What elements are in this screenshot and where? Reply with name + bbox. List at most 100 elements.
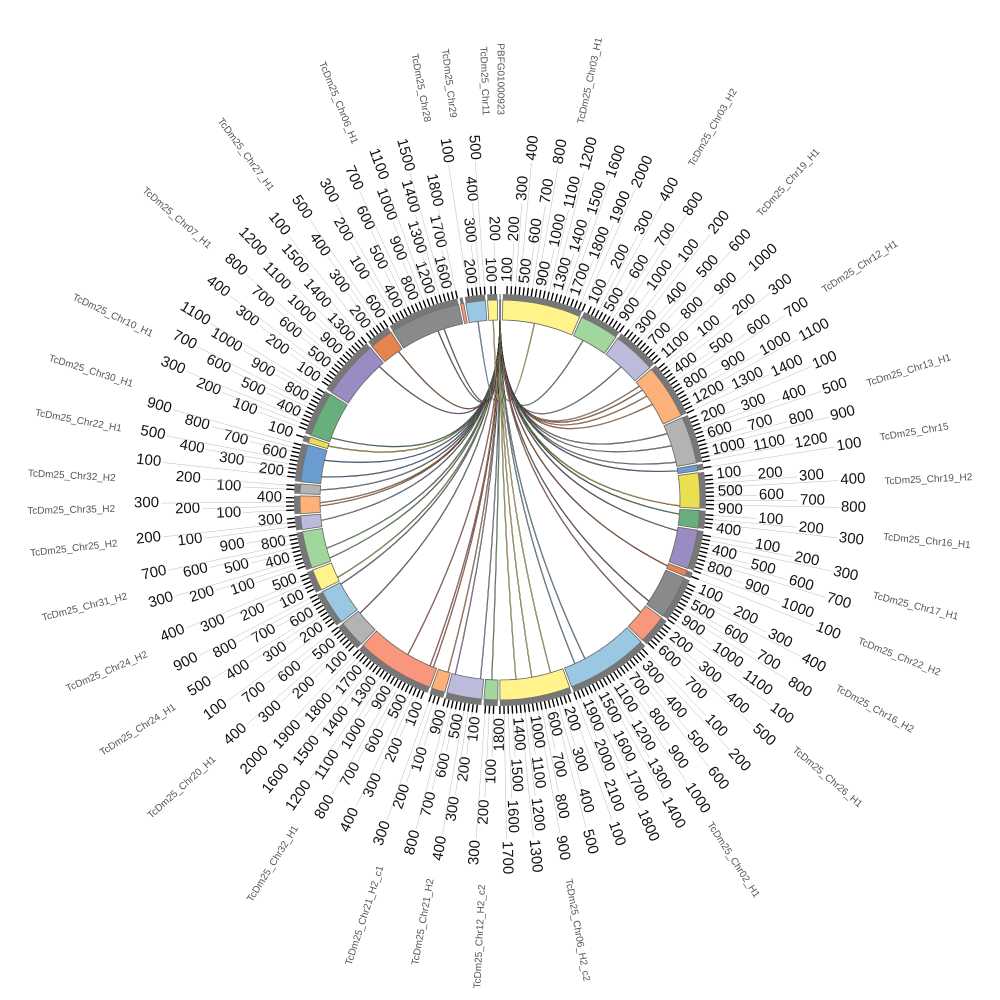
tick-leader xyxy=(275,374,314,397)
tick-label: 500 xyxy=(465,134,484,160)
sector-block[interactable] xyxy=(392,303,464,349)
sector-block[interactable] xyxy=(668,526,699,570)
sector-block[interactable] xyxy=(677,508,701,529)
sector-TcDm25_Chr02_H1[interactable]: 1002003004005006007008009001000110012001… xyxy=(564,627,762,901)
tick-label: 100 xyxy=(464,716,484,743)
tick-mark xyxy=(636,339,643,347)
tick-leader xyxy=(301,336,335,365)
sector-block[interactable] xyxy=(460,302,468,324)
tick-mark xyxy=(315,604,324,610)
sector-block[interactable] xyxy=(635,368,682,425)
tick-leader xyxy=(206,449,290,464)
sector-block[interactable] xyxy=(499,668,571,701)
sector-block[interactable] xyxy=(300,444,328,485)
sector-block[interactable] xyxy=(502,299,581,336)
tick-mark xyxy=(534,289,538,298)
sector-band xyxy=(698,510,706,530)
tick-mark xyxy=(304,584,313,590)
tick-mark xyxy=(382,320,389,328)
tick-leader xyxy=(598,235,638,311)
sector-block[interactable] xyxy=(487,299,499,321)
tick-leader xyxy=(222,392,301,423)
sector-block[interactable] xyxy=(431,668,451,693)
tick-mark xyxy=(395,312,401,321)
sector-block[interactable] xyxy=(446,673,485,700)
tick-label: 600 xyxy=(543,710,565,738)
sector-block[interactable] xyxy=(564,627,642,688)
link-fill xyxy=(499,319,641,613)
sector-band xyxy=(696,463,704,471)
sector-block[interactable] xyxy=(299,483,322,495)
tick-leader xyxy=(588,694,641,809)
tick-mark xyxy=(354,342,361,350)
sector-band xyxy=(296,531,312,571)
tick-mark xyxy=(391,314,398,323)
sector-block[interactable] xyxy=(676,464,699,475)
link-TcDm25_Chr32_H1 xyxy=(432,319,501,668)
tick-leader xyxy=(654,293,716,353)
sector-block[interactable] xyxy=(483,678,499,701)
tick-leader xyxy=(669,293,770,371)
tick-leader xyxy=(245,461,289,469)
tick-leader xyxy=(416,707,448,829)
tick-mark xyxy=(320,611,328,618)
tick-mark xyxy=(311,597,320,603)
tick-mark xyxy=(687,583,696,588)
tick-label: 700 xyxy=(548,751,570,779)
sector-TcDm25_Chr06_H1[interactable]: 1002003004005006007008009001000110012001… xyxy=(316,60,464,349)
sector-block[interactable] xyxy=(627,605,663,641)
tick-mark xyxy=(613,671,619,679)
sector-block[interactable] xyxy=(465,300,488,324)
tick-leader xyxy=(442,710,465,835)
sector-block[interactable] xyxy=(342,610,376,645)
sector-block[interactable] xyxy=(677,472,701,509)
sector-block[interactable] xyxy=(362,630,438,688)
tick-label: 200 xyxy=(505,216,523,242)
tick-label: 800 xyxy=(551,792,573,820)
tick-mark xyxy=(581,303,586,312)
tick-leader xyxy=(363,681,387,719)
tick-mark xyxy=(301,418,310,423)
sector-block[interactable] xyxy=(371,331,403,363)
sector-block[interactable] xyxy=(499,299,502,321)
sector-block[interactable] xyxy=(312,562,340,591)
tick-leader xyxy=(314,648,346,679)
sector-block[interactable] xyxy=(665,562,688,577)
sector-TcDm25_Chr03_H1[interactable]: 1002003004005006007008009001000110012001… xyxy=(498,36,657,336)
tick-label: 200 xyxy=(175,468,201,487)
sector-block[interactable] xyxy=(302,528,332,569)
tick-label: 100 xyxy=(835,434,862,455)
sector-block[interactable] xyxy=(663,416,697,467)
tick-leader xyxy=(592,692,629,769)
tick-leader xyxy=(665,635,699,664)
tick-leader xyxy=(381,689,402,729)
sector-band xyxy=(358,645,430,693)
tick-label: 400 xyxy=(574,786,597,815)
tick-label: 900 xyxy=(717,500,743,518)
sector-block[interactable] xyxy=(299,495,321,515)
sector-PBFG01000923[interactable]: PBFG01000923 xyxy=(495,43,506,321)
sector-block[interactable] xyxy=(572,316,617,354)
sector-block[interactable] xyxy=(605,337,651,382)
tick-label: 800 xyxy=(401,828,424,856)
sector-block[interactable] xyxy=(646,569,685,617)
sector-block[interactable] xyxy=(300,513,323,531)
sector-block[interactable] xyxy=(307,436,330,450)
tick-label: 100 xyxy=(482,759,500,785)
sector-block[interactable] xyxy=(330,347,384,404)
tick-leader xyxy=(265,588,306,607)
link-fill xyxy=(331,319,501,447)
tick-leader xyxy=(585,189,636,304)
sector-block[interactable] xyxy=(310,393,348,443)
sector-TcDm25_Chr06_H2_c2[interactable]: 1002003004005006007008009001000110012001… xyxy=(491,668,629,983)
link-TcDm25_Chr32_H1 xyxy=(429,319,501,667)
sector-block[interactable] xyxy=(321,582,358,623)
tick-mark xyxy=(339,357,347,364)
